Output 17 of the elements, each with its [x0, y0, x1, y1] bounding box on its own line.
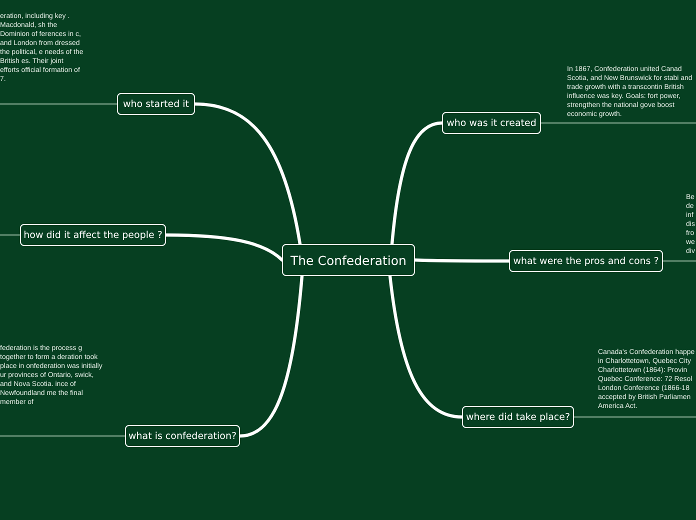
branch-connector: [164, 233, 284, 262]
topic-box: who started it: [117, 93, 195, 115]
connector-line: [540, 122, 696, 124]
topic-box: what is confederation?: [125, 425, 240, 447]
topic-box: where did take place?: [462, 406, 574, 428]
branch-connector: [388, 274, 464, 419]
branch-connector: [413, 258, 511, 263]
central-topic-box: The Confederation: [282, 244, 415, 276]
connector-line: [0, 234, 20, 236]
branch-connector: [238, 274, 304, 438]
connector-line: [662, 260, 696, 262]
topic-box: who was it created: [442, 112, 541, 134]
connector-line: [574, 416, 696, 418]
topic-box: what were the pros and cons ?: [509, 250, 663, 272]
branch-connector: [390, 121, 444, 246]
topic-box: how did it affect the people ?: [20, 224, 166, 246]
branch-connector: [193, 102, 302, 246]
